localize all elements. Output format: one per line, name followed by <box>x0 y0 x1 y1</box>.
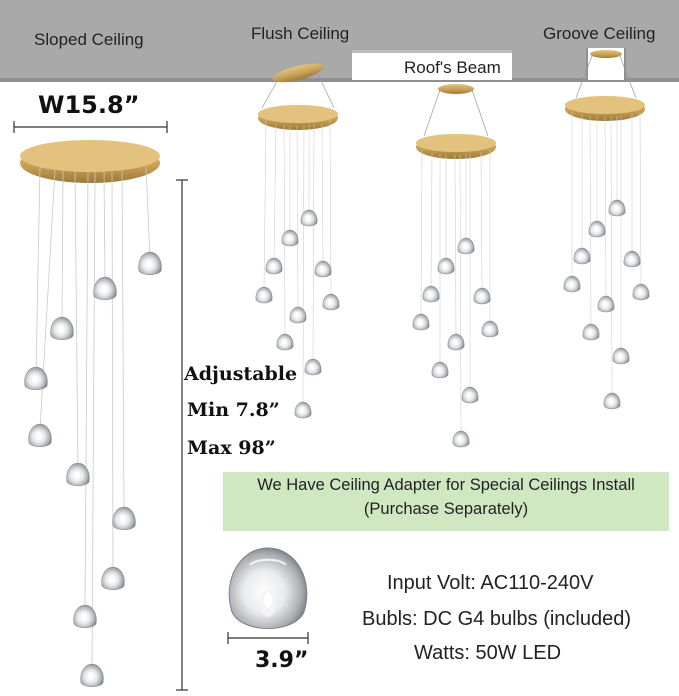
notice-line-1: We Have Ceiling Adapter for Special Ceil… <box>257 476 635 494</box>
groove-chandelier <box>563 50 650 410</box>
label-sloped-ceiling: Sloped Ceiling <box>34 30 144 49</box>
spec-input-volt: Input Volt: AC110-240V <box>387 572 594 594</box>
height-max: Max 98” <box>187 437 276 459</box>
spec-watts: Watts: 50W LED <box>414 642 562 664</box>
width-dimension-line <box>13 121 168 133</box>
height-dimension-line <box>176 179 188 691</box>
beam-chandelier <box>412 84 499 448</box>
label-flush-ceiling: Flush Ceiling <box>251 24 350 43</box>
ceiling-band <box>0 0 679 82</box>
adjustable-title: Adjustable <box>184 363 298 385</box>
spec-bulbs: Bubls: DC G4 bulbs (included) <box>362 608 632 630</box>
notice-line-2: (Purchase Separately) <box>363 500 529 518</box>
ceiling-adapter-notice: We Have Ceiling Adapter for Special Ceil… <box>223 472 669 531</box>
label-groove-ceiling: Groove Ceiling <box>543 24 656 43</box>
bulb-closeup <box>228 547 308 629</box>
bulb-dimension-line <box>227 632 309 644</box>
width-dimension-label: W15.8” <box>38 91 140 119</box>
bulb-size-label: 3.9” <box>255 648 309 673</box>
height-min: Min 7.8” <box>187 399 280 421</box>
flush-chandelier <box>255 63 340 419</box>
label-roofs-beam: Roof's Beam <box>404 58 501 77</box>
main-chandelier <box>20 140 162 688</box>
